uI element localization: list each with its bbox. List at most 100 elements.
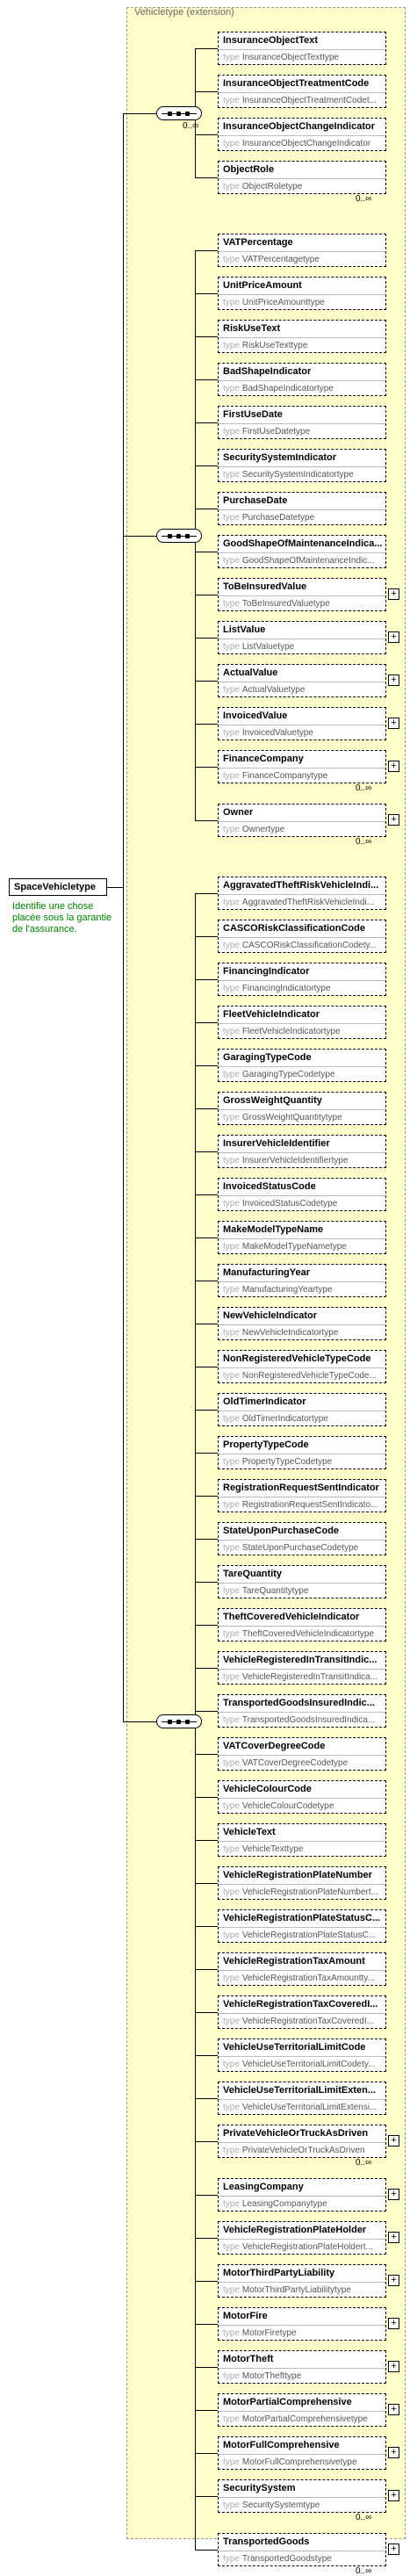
expand-plus-icon[interactable]: + [388, 631, 399, 643]
expand-plus-icon[interactable]: + [388, 2232, 399, 2243]
type-keyword: type [223, 1543, 240, 1553]
element-type: LeasingCompanytype [241, 2199, 327, 2209]
type-keyword: type [223, 1285, 240, 1295]
type-keyword: type [223, 2060, 240, 2069]
sequence-compositor[interactable] [156, 1714, 202, 1728]
type-keyword: type [223, 2242, 240, 2252]
type-keyword: type [223, 1027, 240, 1036]
expand-plus-icon[interactable]: + [388, 2318, 399, 2329]
expand-plus-icon[interactable]: + [388, 2361, 399, 2372]
root-element-box[interactable]: SpaceVehicletype [9, 878, 107, 896]
element-connector [195, 2453, 218, 2454]
element-name: PropertyTypeCode [223, 1440, 309, 1450]
sequence-dot [168, 112, 172, 116]
type-keyword: type [223, 1113, 240, 1122]
expand-plus-icon[interactable]: + [388, 2447, 399, 2458]
expand-plus-icon[interactable]: + [388, 761, 399, 772]
expand-plus-icon[interactable]: + [388, 2135, 399, 2147]
type-keyword: type [223, 685, 240, 695]
expand-plus-icon[interactable]: + [388, 675, 399, 686]
expand-plus-icon[interactable]: + [388, 718, 399, 729]
element-type: InvoicedValuetype [241, 728, 313, 738]
element-connector [195, 250, 218, 251]
expand-plus-icon[interactable]: + [388, 588, 399, 600]
sequence-compositor[interactable] [156, 529, 202, 543]
element-type: VehicleUseTerritorialLimitExtensi... [241, 2103, 377, 2112]
element-name: VATPercentage [223, 237, 293, 248]
element-name: TareQuantity [223, 1569, 283, 1579]
sequence-compositor[interactable] [156, 106, 202, 120]
expand-plus-icon[interactable]: + [388, 2275, 399, 2286]
expand-plus-icon[interactable]: + [388, 2544, 399, 2555]
expand-plus-icon[interactable]: + [388, 814, 399, 826]
expand-plus-icon[interactable]: + [388, 2490, 399, 2501]
expand-plus-icon[interactable]: + [388, 2404, 399, 2415]
expand-plus-icon[interactable]: + [388, 2189, 399, 2200]
